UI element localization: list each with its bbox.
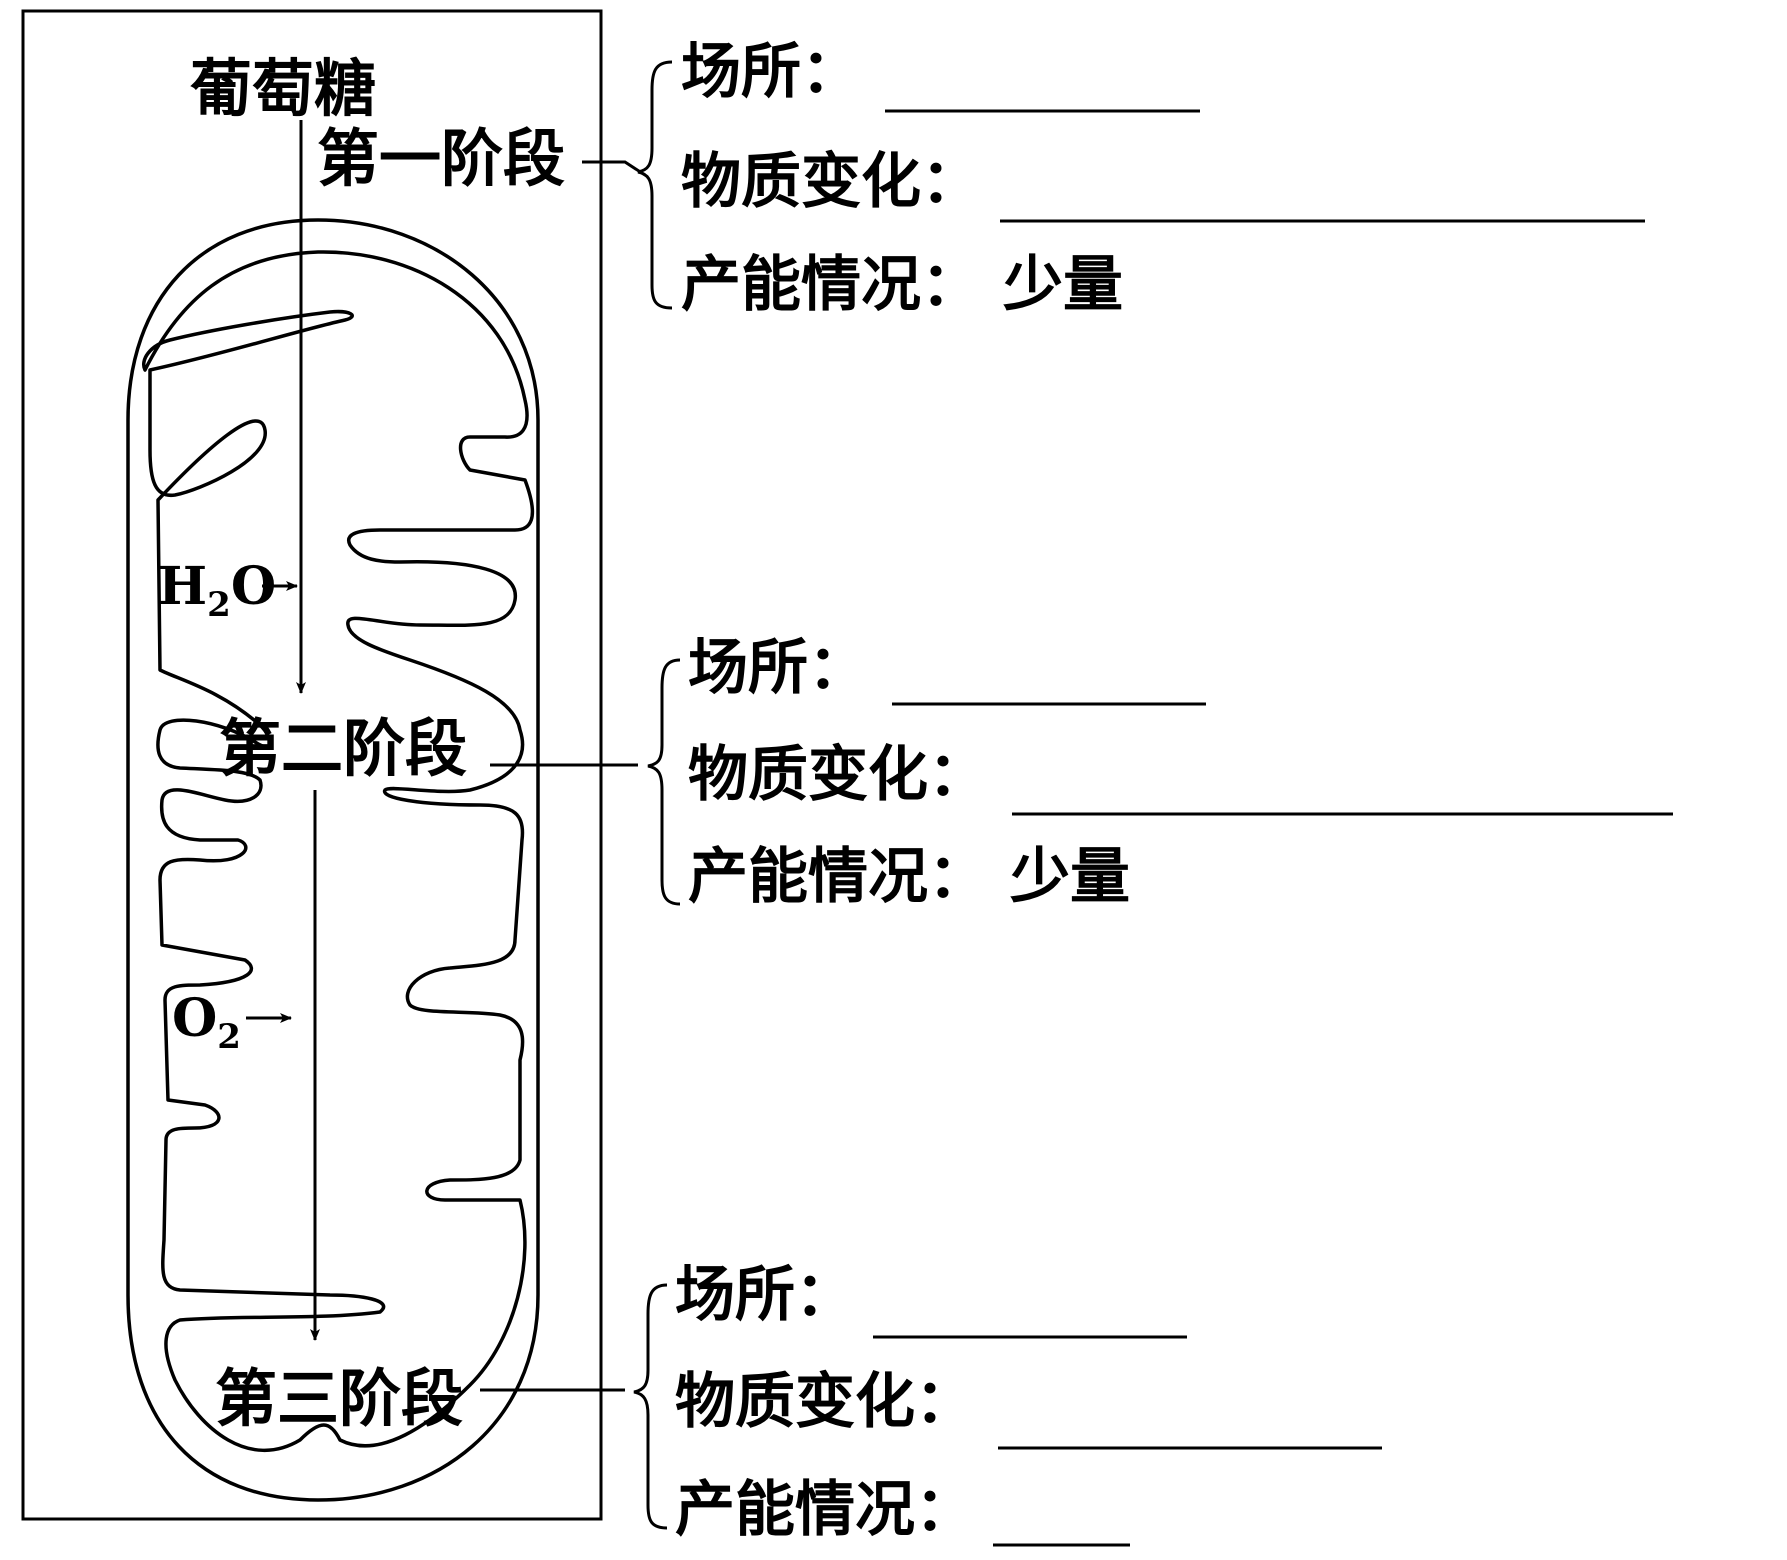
panel1-energy-value: 少量: [1003, 250, 1123, 320]
panel1-energy-label: 产能情况：: [681, 250, 981, 320]
brace-stage1: [637, 60, 673, 310]
panel2-energy-value: 少量: [1010, 842, 1130, 912]
panel1-change-label: 物质变化：: [681, 147, 981, 217]
stage3-label: 第三阶段: [215, 1362, 463, 1435]
brace-stage3: [633, 1283, 668, 1530]
inner-membrane: [142, 250, 535, 1452]
stage1-label: 第一阶段: [317, 122, 565, 195]
brace-stage2: [647, 658, 681, 906]
mitochondrion: [126, 218, 540, 1502]
panel2-energy-label: 产能情况：: [688, 842, 988, 912]
connector-stage1: [582, 160, 646, 177]
panel2-location-label: 场所：: [688, 633, 868, 703]
panel1-location-label: 场所：: [681, 37, 861, 107]
panel3-change-label: 物质变化：: [675, 1367, 975, 1437]
panel-stage1: 场所： 物质变化： 产能情况： 少量: [681, 37, 1645, 320]
panel2-change-label: 物质变化：: [688, 740, 988, 810]
panel-stage2: 场所： 物质变化： 产能情况： 少量: [688, 633, 1673, 912]
oxygen-label: O2: [172, 988, 241, 1057]
panel3-location-label: 场所：: [675, 1260, 855, 1330]
water-label: H2O: [158, 556, 276, 625]
glucose-label: 葡萄糖: [190, 52, 376, 125]
panel-stage3: 场所： 物质变化： 产能情况：: [675, 1260, 1382, 1547]
panel3-energy-label: 产能情况：: [675, 1475, 975, 1545]
outer-membrane: [126, 218, 540, 1502]
stage2-label: 第二阶段: [219, 712, 467, 785]
